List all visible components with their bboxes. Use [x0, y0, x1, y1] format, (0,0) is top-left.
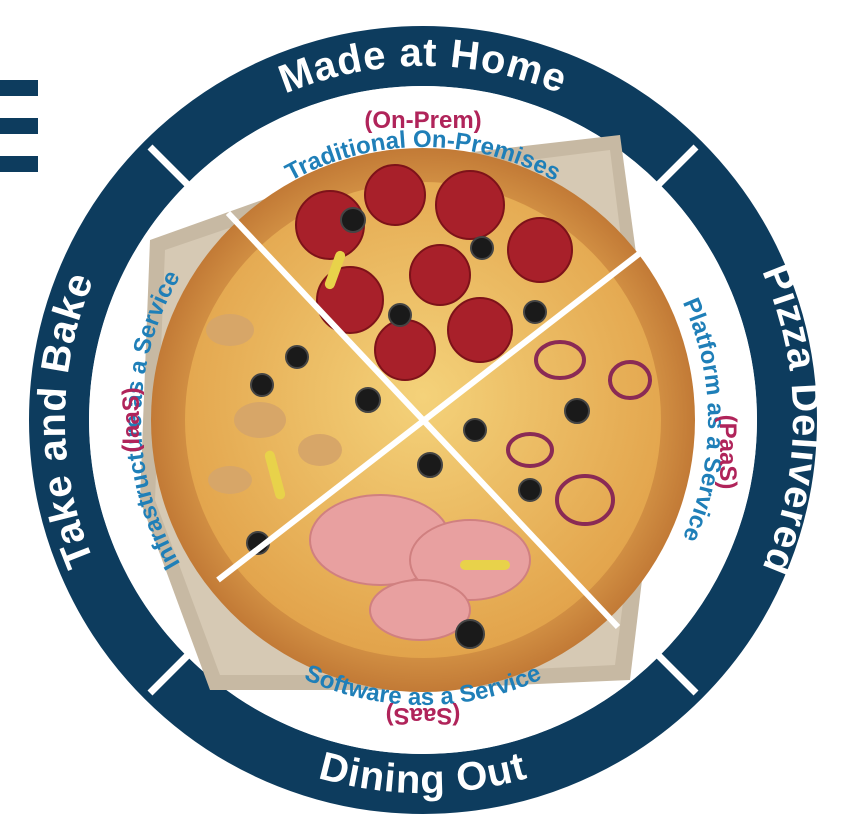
slice-cuts — [216, 210, 655, 630]
abbr-label-bottom: (SaaS) — [386, 702, 461, 729]
pizza-image — [151, 148, 695, 692]
abbr-label-left: (IaaS) — [118, 387, 145, 452]
pepper-toppings — [264, 250, 510, 570]
onion-toppings — [506, 340, 652, 526]
chicken-toppings — [206, 314, 342, 494]
abbr-label-right: (PaaS) — [714, 415, 741, 490]
olive-toppings — [246, 207, 590, 649]
ham-toppings — [309, 494, 531, 641]
service-ring — [29, 26, 817, 814]
abbr-label-top: (On-Prem) — [364, 107, 481, 134]
ring-dividers — [147, 144, 699, 696]
hamburger-menu-icon[interactable] — [0, 80, 38, 172]
